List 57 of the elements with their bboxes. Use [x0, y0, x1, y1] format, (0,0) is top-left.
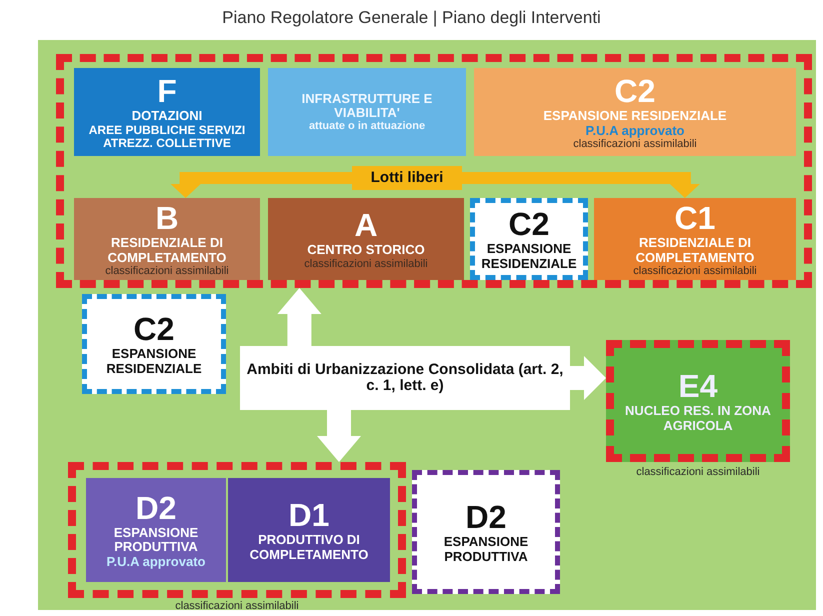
zone-code: F [157, 74, 177, 110]
zone-title: ESPANSIONE RESIDENZIALE [105, 347, 203, 376]
dashed-boundary [56, 54, 812, 288]
zone-box [594, 198, 796, 280]
zone-title: RESIDENZIALE DI COMPLETAMENTO [634, 236, 756, 265]
status-note: P.U.A approvato [586, 124, 684, 138]
zone-box [412, 470, 560, 594]
zone-title: NUCLEO RES. IN ZONA AGRICOLA [624, 404, 772, 433]
zone-title: ESPANSIONE PRODUTTIVA [112, 526, 200, 555]
zone-box [474, 68, 796, 156]
zone-code: C2 [134, 312, 174, 348]
zone-title: CENTRO STORICO [307, 243, 425, 258]
classification-note: classificazioni assimilabili [304, 258, 428, 270]
zone-box [74, 198, 260, 280]
classification-note: classificazioni assimilabili [105, 264, 229, 277]
zone-description: AREE PUBBLICHE SERVIZI ATREZZ. COLLETTIVE [88, 124, 246, 150]
zone-box [86, 478, 226, 582]
zone-title: ESPANSIONE RESIDENZIALE [543, 109, 727, 124]
callout-box [240, 346, 570, 410]
zone-title: ESPANSIONE PRODUTTIVA [442, 535, 530, 564]
zone-title: INFRASTRUTTURE E VIABILITA' [300, 92, 434, 120]
classification-note: classificazioni assimilabili [174, 600, 300, 612]
zone-code: C1 [674, 201, 716, 236]
zone-title: PRODUTTIVO DI COMPLETAMENTO [248, 533, 370, 562]
zone-code: D2 [136, 490, 176, 526]
zone-note: attuate o in attuazione [308, 120, 426, 132]
arrow [277, 288, 322, 346]
arrow [570, 356, 606, 400]
label-band [352, 166, 462, 190]
zone-box [82, 294, 226, 394]
zone-box [606, 340, 790, 462]
band-label: Lotti liberi [370, 170, 444, 186]
zone-code: B [155, 201, 179, 236]
zone-box [268, 198, 464, 280]
zone-code: C2 [508, 207, 550, 242]
zone-box [470, 198, 588, 280]
zone-code: E4 [678, 369, 718, 404]
arrow [317, 410, 361, 462]
zone-box [228, 478, 390, 582]
zone-title: DOTAZIONI [132, 109, 202, 124]
arrow [170, 172, 352, 198]
zone-title: RESIDENZIALE DI COMPLETAMENTO [106, 236, 228, 265]
zone-box [74, 68, 260, 156]
diagram-title: Piano Regolatore Generale | Piano degli Interventi [221, 8, 602, 28]
classification-note: classificazioni assimilabili [573, 138, 697, 150]
zone-title: ESPANSIONE RESIDENZIALE [480, 242, 578, 271]
classification-note: classificazioni assimilabili [633, 264, 757, 277]
zone-code: D1 [288, 498, 330, 534]
dashed-boundary [68, 462, 406, 598]
zone-code: C2 [614, 74, 656, 110]
classification-note: classificazioni assimilabili [635, 466, 761, 478]
callout-text: Ambiti di Urbanizzazione Consolidata (art. 2, c. 1, lett. e) [246, 362, 564, 394]
zone-box [268, 68, 466, 156]
zone-code: A [354, 208, 378, 244]
arrow [462, 172, 700, 198]
zone-code: D2 [466, 500, 506, 536]
status-note: P.U.A approvato [106, 554, 206, 570]
